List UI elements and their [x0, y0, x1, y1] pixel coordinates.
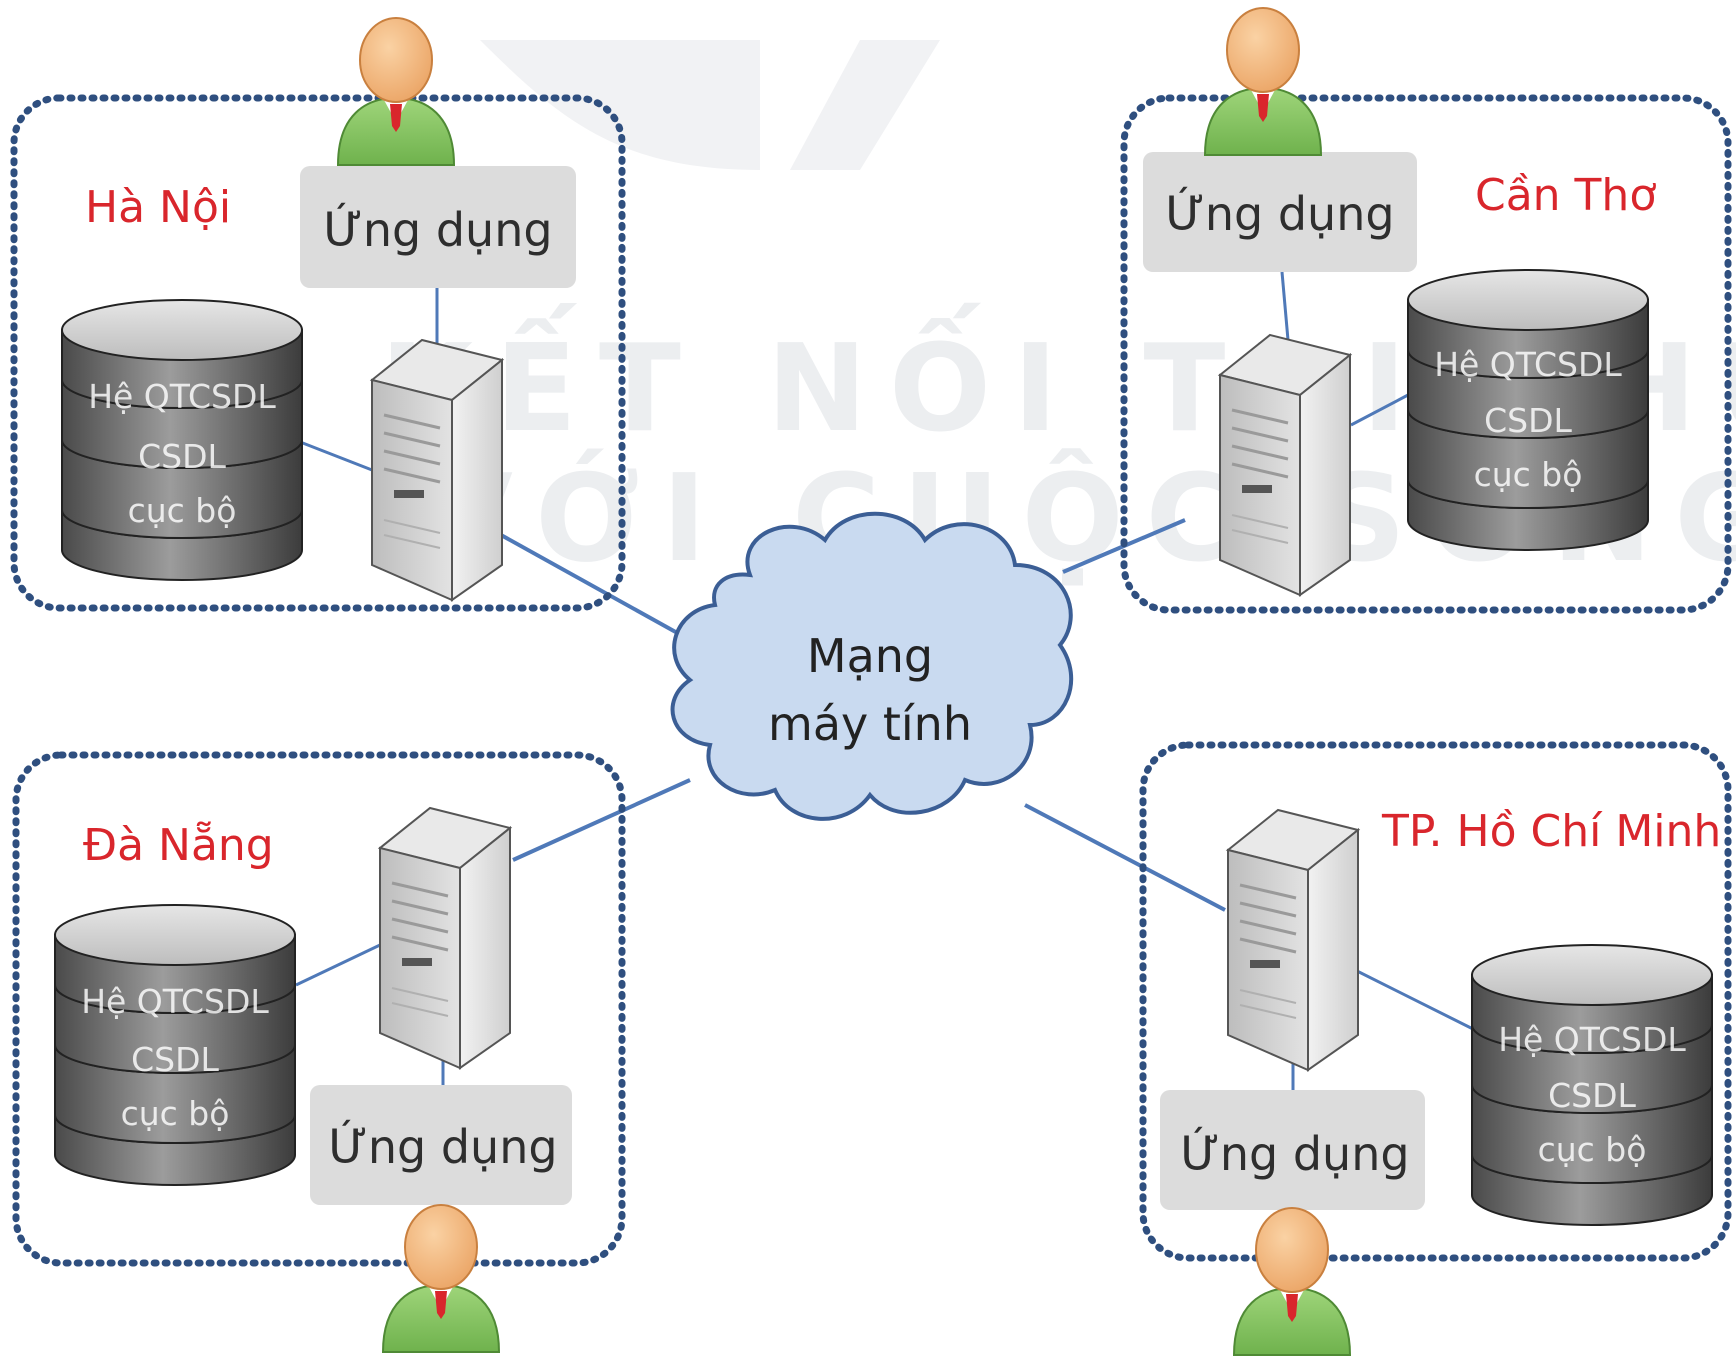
- watermark-leaf-right: [790, 40, 940, 170]
- app-label-hcm: Ứng dụng: [1180, 1126, 1409, 1181]
- database-icon: Hệ QTCSDL CSDL cục bộ: [1407, 269, 1649, 551]
- link-hcm-network: [1024, 803, 1226, 912]
- server-icon: [370, 338, 504, 602]
- db-label-hanoi-line2: CSDL: [138, 437, 226, 476]
- app-box-hcm: [1160, 1090, 1425, 1210]
- region-hcm: [1139, 741, 1732, 1262]
- site-hanoi: Hà Nội Ứng dụng Hệ QTCSDL CSDL cục bộ: [61, 17, 576, 602]
- city-label-cantho: Cần Thơ: [1475, 170, 1656, 221]
- cloud-icon: Mạng máy tính: [670, 511, 1074, 821]
- cloud-shape: [670, 511, 1074, 821]
- city-label-hcm: TP. Hồ Chí Minh: [1381, 806, 1721, 857]
- user-icon: [1204, 7, 1322, 156]
- link-danang-db-server: [295, 943, 381, 987]
- app-label-hanoi: Ứng dụng: [323, 202, 552, 257]
- database-icon: Hệ QTCSDL CSDL cục bộ: [54, 904, 296, 1186]
- region-cantho: [1120, 94, 1732, 614]
- db-label-cantho-line2: CSDL: [1484, 401, 1572, 440]
- database-icon: Hệ QTCSDL CSDL cục bộ: [61, 299, 303, 581]
- site-cantho: Cần Thơ Ứng dụng Hệ QTCSDL CSDL cục bộ: [1143, 7, 1656, 597]
- cloud-label-line2: máy tính: [768, 697, 972, 751]
- app-label-cantho: Ứng dụng: [1165, 186, 1394, 241]
- link-cantho-app-server: [1280, 271, 1290, 341]
- city-label-hanoi: Hà Nội: [85, 182, 231, 233]
- region-hanoi: [10, 94, 626, 612]
- db-label-cantho-line1: Hệ QTCSDL: [1434, 345, 1622, 384]
- app-label-danang: Ứng dụng: [328, 1119, 557, 1174]
- user-icon: [382, 1204, 500, 1353]
- db-label-hanoi-line1: Hệ QTCSDL: [88, 377, 276, 416]
- db-label-cantho-line3: cục bộ: [1474, 455, 1583, 494]
- link-hanoi-network: [491, 528, 691, 642]
- cloud-label-line1: Mạng: [807, 629, 933, 683]
- site-hcm: TP. Hồ Chí Minh Hệ QTCSDL CSDL cục bộ Ứn…: [1160, 806, 1721, 1356]
- app-box-cantho: [1143, 152, 1417, 272]
- db-label-danang-line3: cục bộ: [121, 1094, 230, 1133]
- link-cantho-db-server: [1350, 393, 1409, 427]
- db-label-hcm-line2: CSDL: [1548, 1076, 1636, 1115]
- database-icon: Hệ QTCSDL CSDL cục bộ: [1471, 944, 1713, 1226]
- link-hanoi-db-server: [294, 438, 373, 472]
- city-label-danang: Đà Nẵng: [83, 820, 274, 871]
- server-icon: [378, 806, 512, 1070]
- db-label-danang-line2: CSDL: [131, 1040, 219, 1079]
- server-icon: [1226, 808, 1360, 1072]
- user-icon: [1233, 1207, 1351, 1356]
- db-label-danang-line1: Hệ QTCSDL: [81, 982, 269, 1021]
- link-hcm-db-server: [1354, 968, 1476, 1032]
- user-icon: [337, 17, 455, 166]
- region-boxes: [10, 94, 1732, 1267]
- link-danang-network: [512, 778, 691, 862]
- server-icon: [1218, 333, 1352, 597]
- db-label-hanoi-line3: cục bộ: [128, 491, 237, 530]
- db-label-hcm-line3: cục bộ: [1538, 1130, 1647, 1169]
- site-danang: Đà Nẵng Hệ QTCSDL CSDL cục bộ Ứng dụng: [54, 806, 572, 1353]
- watermark-leaf-left: [480, 40, 760, 170]
- app-box-danang: [310, 1085, 572, 1205]
- app-box-hanoi: [300, 166, 576, 288]
- db-label-hcm-line1: Hệ QTCSDL: [1498, 1020, 1686, 1059]
- region-danang: [12, 751, 626, 1267]
